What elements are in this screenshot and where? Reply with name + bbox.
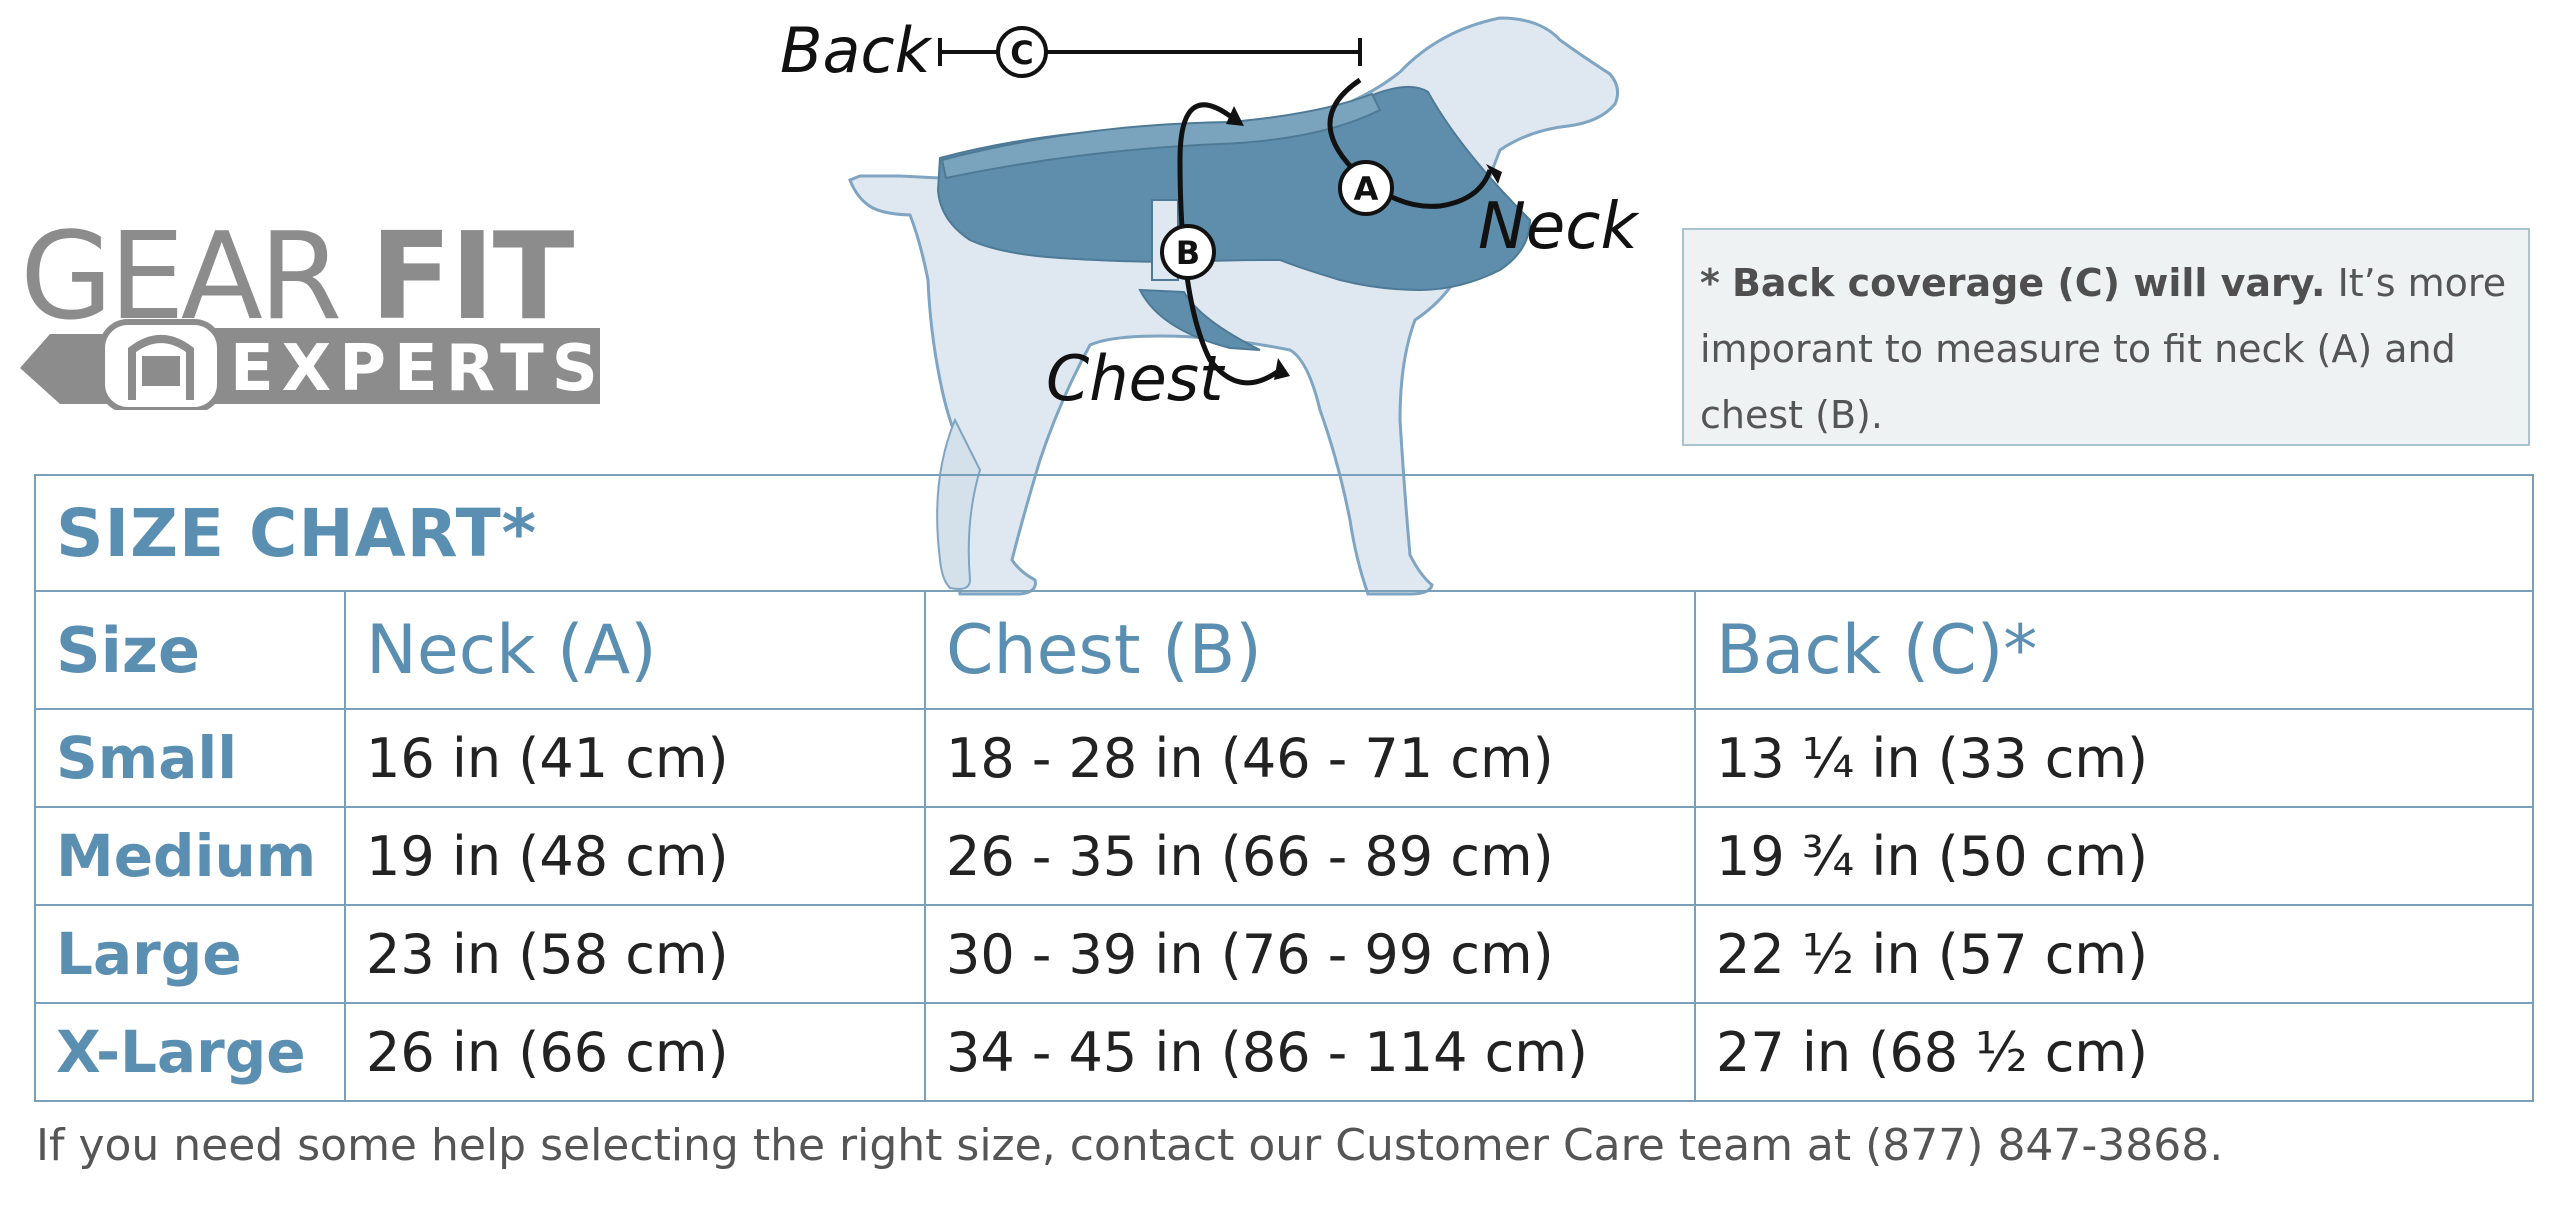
marker-b-circle <box>1160 224 1216 280</box>
chest-bottom-arrowhead <box>1274 358 1290 380</box>
table-row: Medium 19 in (48 cm) 26 - 35 in (66 - 89… <box>34 806 2535 906</box>
label-chest: Chest <box>1046 342 1226 415</box>
marker-c-circle <box>996 26 1048 78</box>
table-row: Small 16 in (41 cm) 18 - 28 in (46 - 71 … <box>34 708 2535 808</box>
back-cell: 19 ¾ in (50 cm) <box>1693 806 2535 906</box>
marker-a-circle <box>1338 160 1394 216</box>
logo-experts-text: EXPERTS <box>230 332 606 406</box>
back-cell: 27 in (68 ½ cm) <box>1693 1002 2535 1102</box>
customer-care-footer: If you need some help selecting the righ… <box>36 1120 2224 1171</box>
size-cell: Small <box>34 708 346 808</box>
chest-cell: 34 - 45 in (86 - 114 cm) <box>924 1002 1696 1102</box>
size-chart-title: SIZE CHART* <box>56 494 538 572</box>
size-chart-title-row: SIZE CHART* <box>33 474 2535 592</box>
header-neck: Neck (A) <box>344 590 926 710</box>
marker-a-text: A <box>1354 170 1379 208</box>
chest-cell: 26 - 35 in (66 - 89 cm) <box>924 806 1696 906</box>
size-chart-title-cell: SIZE CHART* <box>33 474 2535 592</box>
logo-experts-band <box>200 328 600 404</box>
label-back: Back <box>780 14 933 87</box>
table-row: X-Large 26 in (66 cm) 34 - 45 in (86 - 1… <box>34 1002 2535 1102</box>
size-chart-table: SIZE CHART* Size Neck (A) Chest (B) Back… <box>33 474 2535 1102</box>
logo-fit-text: FIT <box>370 210 575 347</box>
header-chest: Chest (B) <box>924 590 1696 710</box>
harness-badge-icon <box>99 319 223 410</box>
gearfit-experts-logo: GEAR FIT EXPERTS <box>20 210 606 410</box>
note-asterisk: * <box>1700 261 1720 305</box>
size-cell: Large <box>34 904 346 1004</box>
neck-cell: 26 in (66 cm) <box>344 1002 926 1102</box>
harness-top-panel <box>940 92 1382 180</box>
chest-cell: 18 - 28 in (46 - 71 cm) <box>924 708 1696 808</box>
neck-cell: 19 in (48 cm) <box>344 806 926 906</box>
neck-arrowhead <box>1486 164 1502 184</box>
size-chart-header-row: Size Neck (A) Chest (B) Back (C)* <box>34 590 2535 710</box>
header-back: Back (C)* <box>1693 590 2535 710</box>
neck-cell: 23 in (58 cm) <box>344 904 926 1004</box>
marker-c-text: C <box>1010 34 1033 72</box>
back-coverage-note: * Back coverage (C) will vary. It’s more… <box>1682 228 2530 446</box>
header-size: Size <box>34 590 346 710</box>
neck-cell: 16 in (41 cm) <box>344 708 926 808</box>
harness-chest-strap <box>1138 288 1261 351</box>
size-cell: X-Large <box>34 1002 346 1102</box>
size-cell: Medium <box>34 806 346 906</box>
back-cell: 13 ¼ in (33 cm) <box>1693 708 2535 808</box>
table-row: Large 23 in (58 cm) 30 - 39 in (76 - 99 … <box>34 904 2535 1004</box>
note-bold-text: Back coverage (C) will vary. <box>1731 261 2326 305</box>
note-text: It’s more imporant to measure to fit nec… <box>1700 261 2507 437</box>
chest-cell: 30 - 39 in (76 - 99 cm) <box>924 904 1696 1004</box>
label-neck: Neck <box>1478 190 1640 264</box>
chest-top-arrowhead <box>1226 106 1244 126</box>
back-cell: 22 ½ in (57 cm) <box>1693 904 2535 1004</box>
marker-b-text: B <box>1176 234 1200 272</box>
